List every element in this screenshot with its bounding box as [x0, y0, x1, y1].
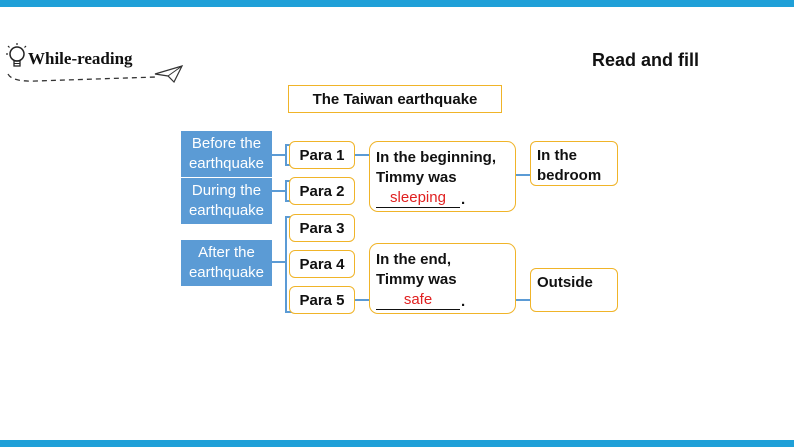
- para-3-box: Para 3: [289, 214, 355, 242]
- paper-plane-icon: [154, 65, 184, 84]
- place-line2: bedroom: [537, 167, 602, 184]
- place-box-bedroom: In the bedroom: [530, 141, 618, 186]
- detail-box-beginning: In the beginning, Timmy was sleeping .: [369, 141, 516, 212]
- stage-label-line2: earthquake: [188, 155, 265, 172]
- place-line1: In the: [537, 147, 577, 164]
- section-header: While-reading: [6, 40, 196, 90]
- detail-line2: Timmy was: [376, 169, 457, 186]
- stage-after: After the earthquake: [181, 240, 272, 286]
- section-title: While-reading: [28, 49, 133, 68]
- stage-label-line2: earthquake: [188, 202, 265, 219]
- fill-blank[interactable]: safe: [376, 291, 460, 310]
- stage-before: Before the earthquake: [181, 131, 272, 177]
- detail-line1: In the beginning,: [376, 149, 496, 166]
- answer-text: safe: [403, 291, 433, 308]
- para-1-box: Para 1: [289, 141, 355, 169]
- stage-label-line1: Before the: [191, 135, 262, 152]
- top-accent-bar: [0, 0, 794, 7]
- answer-text: sleeping: [390, 189, 446, 206]
- stage-label-line1: During the: [191, 182, 262, 199]
- para-2-box: Para 2: [289, 177, 355, 205]
- stage-label-line2: earthquake: [188, 264, 265, 281]
- bottom-accent-bar: [0, 440, 794, 447]
- stage-during: During the earthquake: [181, 178, 272, 224]
- detail-box-end: In the end, Timmy was safe .: [369, 243, 516, 314]
- lightbulb-icon: [6, 43, 27, 67]
- para-5-box: Para 5: [289, 286, 355, 314]
- sentence-period: .: [461, 191, 466, 208]
- diagram-title: The Taiwan earthquake: [288, 85, 502, 113]
- sentence-period: .: [461, 293, 466, 310]
- place-box-outside: Outside: [530, 268, 618, 312]
- task-instruction: Read and fill: [592, 50, 700, 70]
- dashed-underline: [7, 73, 157, 82]
- stage-label-line1: After the: [198, 244, 255, 261]
- para-4-box: Para 4: [289, 250, 355, 278]
- place-line1: Outside: [537, 274, 593, 291]
- detail-line2: Timmy was: [376, 271, 457, 288]
- fill-blank[interactable]: sleeping: [376, 189, 460, 208]
- detail-line1: In the end,: [376, 251, 451, 268]
